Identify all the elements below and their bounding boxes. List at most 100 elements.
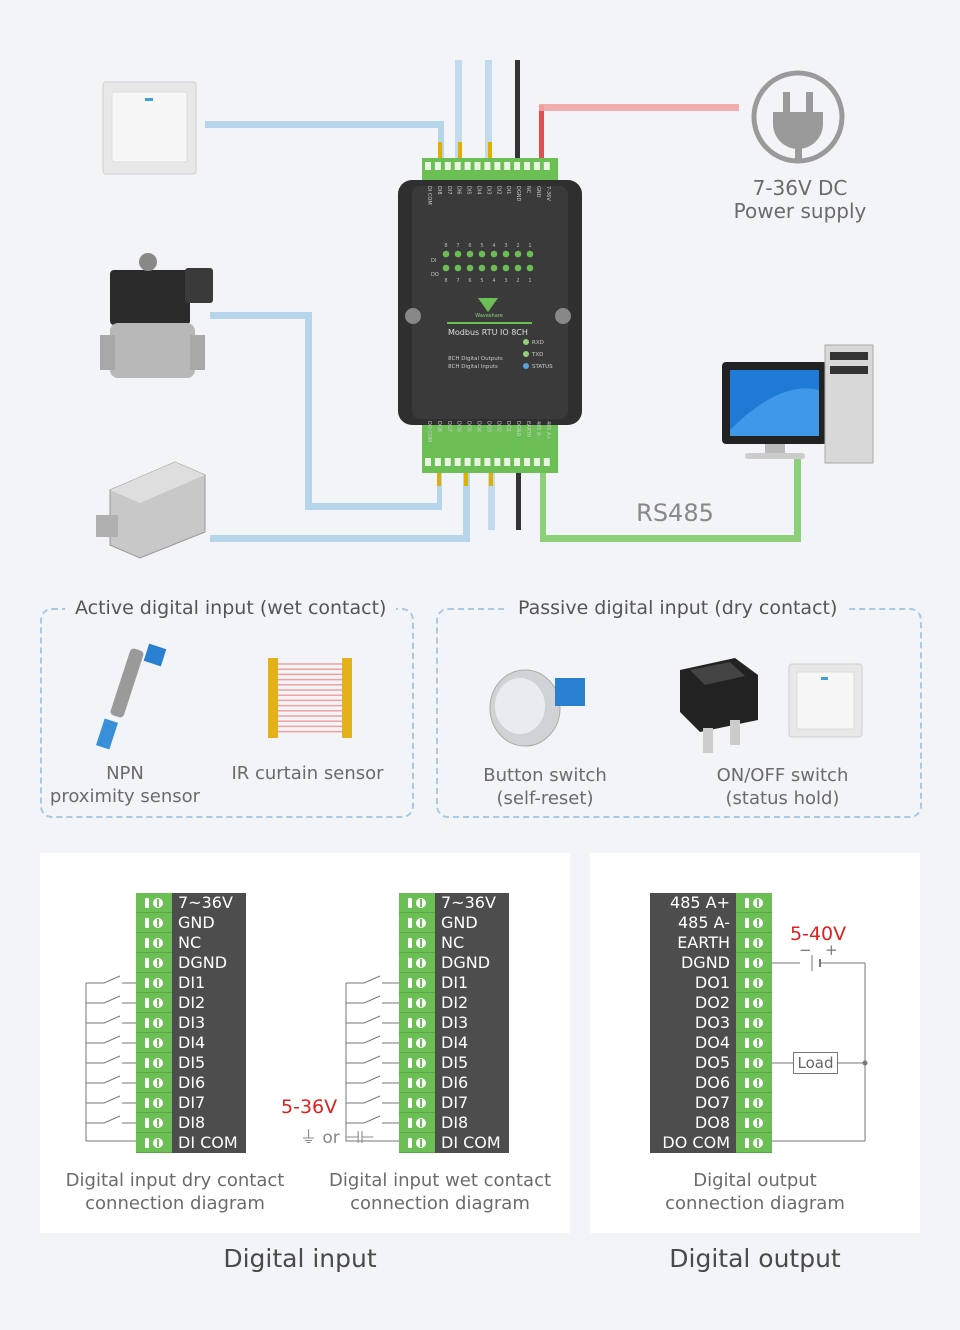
terminal-screw-icon[interactable]: [399, 953, 435, 973]
device-terminal-screw[interactable]: [454, 458, 461, 466]
terminal-screw-icon[interactable]: [136, 1133, 172, 1153]
terminal-screw-icon[interactable]: [736, 1013, 772, 1033]
terminal-screw-icon[interactable]: [736, 1073, 772, 1093]
terminal-screw-icon[interactable]: [136, 993, 172, 1013]
device-terminal-screw[interactable]: [504, 458, 511, 466]
device-terminal-screw[interactable]: [425, 458, 431, 466]
terminal-screw-icon[interactable]: [136, 1033, 172, 1053]
terminal-screw-icon[interactable]: [399, 913, 435, 933]
terminal-screw-icon[interactable]: [736, 1053, 772, 1073]
device-terminal-screw[interactable]: [444, 162, 451, 170]
npn-caption: NPN proximity sensor: [49, 763, 201, 807]
device-terminal-screw[interactable]: [425, 162, 431, 170]
terminal-screw-icon[interactable]: [136, 913, 172, 933]
terminal-screw-icon[interactable]: [136, 953, 172, 973]
device-terminal-screw[interactable]: [514, 162, 521, 170]
terminal-screw-icon[interactable]: [136, 1073, 172, 1093]
terminal-screw-icon[interactable]: [136, 1053, 172, 1073]
terminal-screw-icon[interactable]: [136, 893, 172, 913]
do-led-label: DO: [431, 272, 439, 278]
terminal-screw-icon[interactable]: [736, 933, 772, 953]
do-led-6: [466, 264, 474, 272]
output-terminal-row: 485 A-: [650, 913, 772, 933]
terminal-screw-icon[interactable]: [736, 1113, 772, 1133]
wet-terminal-row: DI COM: [399, 1133, 509, 1153]
terminal-screw-icon[interactable]: [399, 1093, 435, 1113]
device-terminal-screw[interactable]: [434, 458, 441, 466]
passive-input-title: Passive digital input (dry contact): [508, 597, 848, 619]
device-terminal-screw[interactable]: [474, 162, 481, 170]
terminal-screw-icon[interactable]: [399, 1053, 435, 1073]
wet-terminal-label: NC: [435, 933, 509, 953]
device-terminal-screw[interactable]: [444, 458, 451, 466]
device-terminal-screw[interactable]: [524, 162, 530, 170]
terminal-screw-icon[interactable]: [736, 973, 772, 993]
terminal-screw-icon[interactable]: [399, 1113, 435, 1133]
device-terminal-screw[interactable]: [533, 162, 540, 170]
terminal-screw-icon[interactable]: [136, 933, 172, 953]
output-terminal-label: DO4: [650, 1033, 736, 1053]
digital-input-title: Digital input: [223, 1244, 377, 1273]
terminal-screw-icon[interactable]: [136, 1013, 172, 1033]
device-terminal-label: DI COM: [426, 186, 432, 205]
dry-terminal-label: DI1: [172, 973, 246, 993]
terminal-screw-icon[interactable]: [399, 1013, 435, 1033]
do-led-3: [502, 264, 510, 272]
common-wire: [85, 983, 138, 1142]
device-terminal-label: DI2: [495, 186, 501, 195]
device-terminal-screw[interactable]: [524, 458, 530, 466]
wet-terminal-label: DI1: [435, 973, 509, 993]
device-terminal-screw[interactable]: [494, 162, 501, 170]
device-terminal-screw[interactable]: [484, 458, 491, 466]
device-terminal-screw[interactable]: [484, 162, 491, 170]
device-terminal-screw[interactable]: [434, 162, 441, 170]
terminal-screw-icon[interactable]: [736, 913, 772, 933]
switch-symbol-icon: [86, 1015, 138, 1024]
device-terminal-screw[interactable]: [543, 162, 550, 170]
terminal-screw-icon[interactable]: [399, 1033, 435, 1053]
device-terminal-label: DO3: [485, 421, 491, 432]
terminal-screw-icon[interactable]: [399, 973, 435, 993]
device-terminal-screw[interactable]: [474, 458, 481, 466]
device-terminal-screw[interactable]: [454, 162, 461, 170]
terminal-screw-icon[interactable]: [136, 1113, 172, 1133]
terminal-screw-icon[interactable]: [736, 953, 772, 973]
device-terminal-screw[interactable]: [464, 162, 471, 170]
device-terminal-screw[interactable]: [514, 458, 521, 466]
wet-terminal-label: DI6: [435, 1073, 509, 1093]
dry-terminal-row: DI7: [136, 1093, 246, 1113]
terminal-screw-icon[interactable]: [736, 1033, 772, 1053]
switch-symbol-icon: [86, 1055, 138, 1064]
terminal-screw-icon[interactable]: [736, 993, 772, 1013]
terminal-screw-icon[interactable]: [736, 1093, 772, 1113]
led-number-bottom: 5: [480, 278, 483, 284]
device-terminal-screw[interactable]: [504, 162, 511, 170]
output-wires: [770, 955, 868, 1142]
terminal-screw-icon[interactable]: [399, 1073, 435, 1093]
wet-terminal-label: DI8: [435, 1113, 509, 1133]
bottom-wires: [210, 142, 801, 542]
switch-symbol-icon: [346, 1055, 401, 1064]
device-terminal-screw[interactable]: [494, 458, 501, 466]
device-terminal-screw[interactable]: [533, 458, 540, 466]
terminal-screw-icon[interactable]: [399, 993, 435, 1013]
dry-terminal-label: DI6: [172, 1073, 246, 1093]
output-terminal-label: DO COM: [650, 1133, 736, 1153]
terminal-screw-icon[interactable]: [399, 893, 435, 913]
terminal-screw-icon[interactable]: [399, 1133, 435, 1153]
computer-image: [722, 344, 874, 464]
output-terminal-row: DO COM: [650, 1133, 772, 1153]
terminal-screw-icon[interactable]: [136, 973, 172, 993]
switch-symbol-icon: [86, 1035, 138, 1044]
device-terminal-screw[interactable]: [464, 458, 471, 466]
device-terminal-screw[interactable]: [543, 458, 550, 466]
terminal-screw-icon[interactable]: [136, 1093, 172, 1113]
terminal-screw-icon[interactable]: [399, 933, 435, 953]
output-terminal-label: 485 A-: [650, 913, 736, 933]
di-led-8: [442, 250, 450, 258]
di-led-2: [514, 250, 522, 258]
terminal-screw-icon[interactable]: [736, 1133, 772, 1153]
terminal-screw-icon[interactable]: [736, 893, 772, 913]
